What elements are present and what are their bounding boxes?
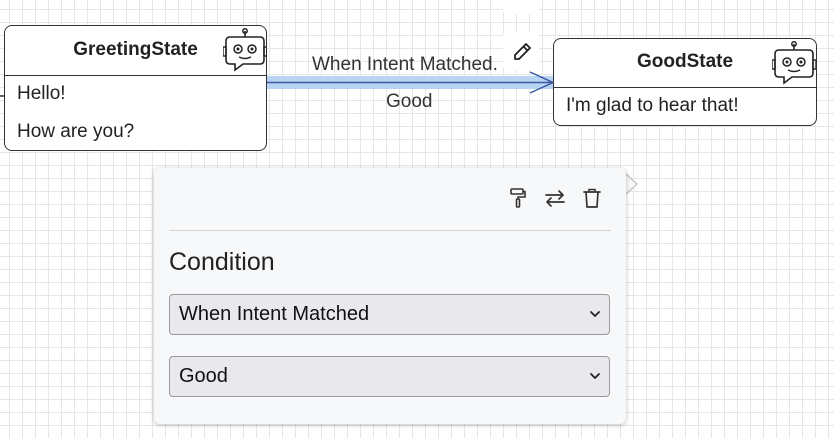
edge-delete-button[interactable] (503, 0, 539, 14)
edge-intent-label[interactable]: Good (386, 91, 433, 112)
paint-roller-icon (510, 188, 526, 208)
chevron-down-icon (590, 373, 600, 379)
pencil-icon (514, 43, 531, 60)
state-title: GreetingState (5, 26, 266, 76)
state-title: GoodState (554, 39, 816, 88)
state-node-greeting[interactable]: GreetingState Hello! How are you? (4, 25, 267, 151)
intent-select[interactable]: Good (169, 356, 610, 397)
intent-value: Good (179, 365, 228, 387)
condition-type-value: When Intent Matched (179, 303, 370, 325)
state-message: Hello! (17, 83, 66, 104)
condition-heading: Condition (169, 248, 275, 276)
edge-condition-label[interactable]: When Intent Matched. (312, 54, 498, 75)
condition-panel: Condition When Intent Matched Good (154, 168, 626, 424)
chevron-down-icon (590, 311, 600, 317)
edge-edit-button[interactable] (503, 32, 539, 70)
popover-caret (624, 172, 638, 196)
swap-arrows-icon (545, 190, 565, 207)
condition-type-select[interactable]: When Intent Matched (169, 294, 610, 335)
delete-edge-button[interactable] (580, 186, 604, 210)
robot-icon (772, 41, 816, 85)
robot-icon (223, 28, 267, 72)
format-button[interactable] (506, 186, 530, 210)
state-message: How are you? (17, 121, 135, 142)
state-node-good[interactable]: GoodState I'm glad to hear that! (553, 38, 817, 126)
trash-icon (503, 0, 539, 14)
panel-divider (169, 230, 611, 231)
reverse-edge-button[interactable] (543, 186, 567, 210)
state-message: I'm glad to hear that! (566, 95, 739, 116)
trash-icon (583, 188, 601, 208)
